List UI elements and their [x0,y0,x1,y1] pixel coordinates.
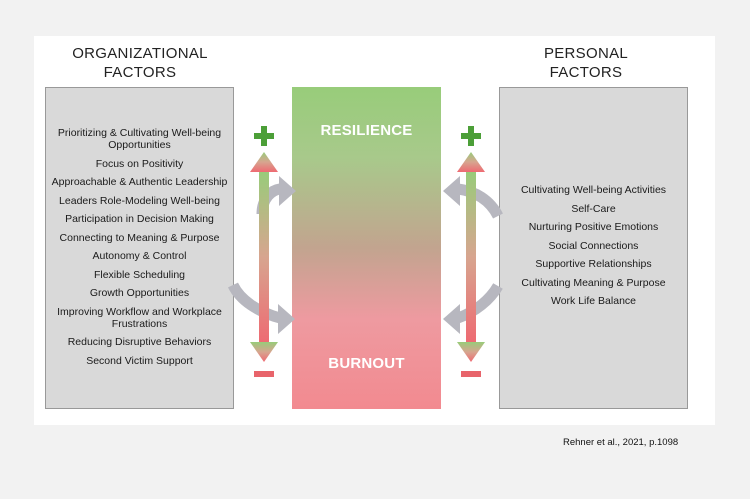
double-arrow-icon [250,152,278,362]
personal-factor-item: Cultivating Meaning & Purpose [521,276,666,289]
citation: Rehner et al., 2021, p.1098 [563,437,679,448]
organizational-factor-item: Focus on Positivity [95,157,184,170]
personal-factor-item: Supportive Relationships [535,258,652,270]
organizational-factor-item: Prioritizing & Cultivating Well-being Op… [57,127,222,151]
curved-arrow-icon [228,282,295,334]
personal-factors-heading: PERSONAL FACTORS [486,44,686,82]
organizational-factors-heading: ORGANIZATIONAL FACTORS [40,44,240,82]
resilience-burnout-spectrum: RESILIENCE BURNOUT [292,87,441,409]
organizational-factor-item: Leaders Role-Modeling Well-being [59,194,220,207]
heading-line: FACTORS [549,64,623,81]
heading-line: PERSONAL [543,45,629,62]
organizational-factors-list: Prioritizing & Cultivating Well-being Op… [46,127,233,373]
curved-arrow-icon [443,283,503,334]
personal-factor-item: Self-Care [571,202,616,215]
organizational-factor-item: Approachable & Authentic Leadership [51,176,228,188]
organizational-factor-item: Autonomy & Control [92,250,187,262]
double-arrow-icon [457,152,485,362]
resilience-label: RESILIENCE [320,122,413,139]
burnout-label: BURNOUT [328,355,405,372]
organizational-factor-item: Connecting to Meaning & Purpose [59,231,220,244]
minus-icon [254,371,274,377]
personal-factors-list: Cultivating Well-being Activities Self-C… [500,184,687,314]
organizational-factor-item: Improving Workflow and Workplace Frustra… [57,305,222,330]
personal-factors-box: Cultivating Well-being Activities Self-C… [499,87,688,409]
minus-icon [461,371,481,377]
personal-factor-item: Nurturing Positive Emotions [528,221,659,233]
heading-line: FACTORS [103,64,177,81]
organizational-factor-item: Growth Opportunities [89,287,190,299]
curved-arrow-icon [443,176,503,219]
organizational-factor-item: Second Victim Support [86,354,193,367]
organizational-factor-item: Reducing Disruptive Behaviors [67,336,212,348]
heading-line: ORGANIZATIONAL [72,45,208,62]
personal-factor-item: Work Life Balance [550,295,636,307]
personal-factor-item: Cultivating Well-being Activities [520,184,667,196]
organizational-factors-box: Prioritizing & Cultivating Well-being Op… [45,87,234,409]
organizational-factor-item: Participation in Decision Making [65,213,214,225]
organizational-factor-item: Flexible Scheduling [93,268,186,281]
plus-icon [461,126,481,146]
personal-factor-item: Social Connections [548,239,639,252]
plus-icon [254,126,274,146]
